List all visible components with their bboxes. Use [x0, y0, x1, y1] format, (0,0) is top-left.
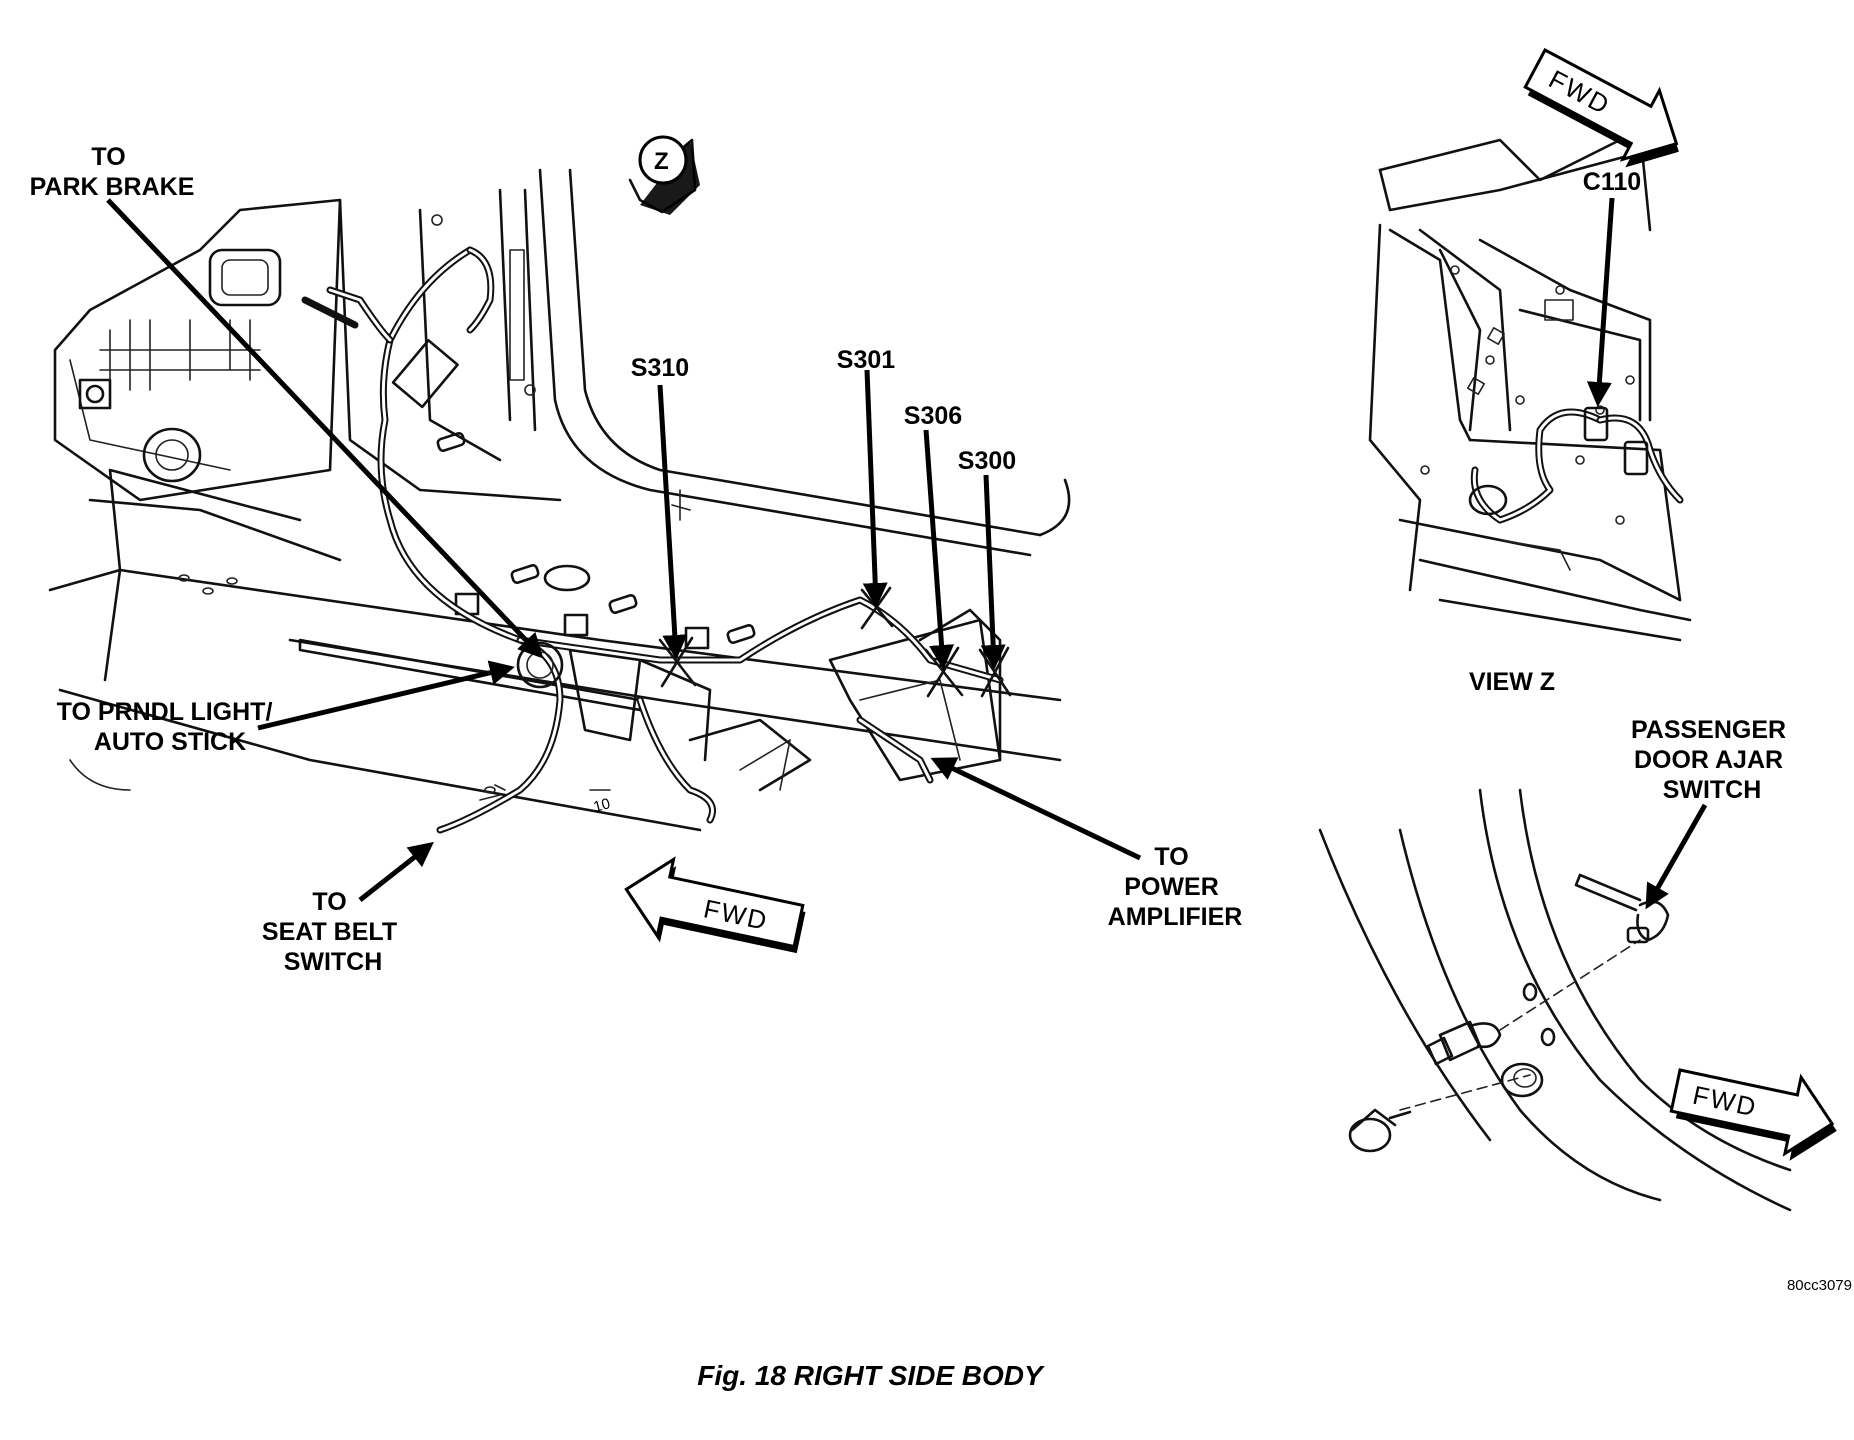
door-switch-inset	[1318, 788, 1792, 1212]
fwd-arrow-door: FWD	[1669, 1068, 1837, 1161]
main-body-view: 10	[48, 168, 1071, 834]
svg-text:10: 10	[592, 795, 613, 816]
label-s310: S310	[631, 354, 689, 382]
wire-harness	[301, 246, 1004, 834]
studs	[178, 432, 756, 650]
leader-lines	[106, 197, 1708, 910]
label-park-brake: TO PARK BRAKE	[30, 143, 195, 201]
label-power-amp: TO POWER AMPLIFIER	[1108, 843, 1243, 931]
fwd-arrow-main: FWD	[624, 856, 806, 954]
figure-caption: Fig. 18 RIGHT SIDE BODY	[697, 1360, 1045, 1391]
label-door-ajar: PASSENGER DOOR AJAR SWITCH	[1631, 716, 1793, 804]
label-c110: C110	[1583, 168, 1641, 196]
label-seat-belt: TO SEAT BELT SWITCH	[262, 888, 404, 976]
view-z-letter: Z	[654, 148, 669, 175]
label-view-z: VIEW Z	[1469, 668, 1555, 696]
label-prndl: TO PRNDL LIGHT/ AUTO STICK	[57, 698, 280, 756]
splice-marks	[658, 586, 1012, 698]
callout-labels: TO PARK BRAKE TO PRNDL LIGHT/ AUTO STICK…	[30, 143, 1793, 976]
reference-code: 80cc3079	[1787, 1277, 1852, 1294]
fwd-arrow-view-z: FWD	[1523, 47, 1679, 168]
view-z-inset	[1368, 128, 1692, 642]
label-s300: S300	[958, 447, 1016, 475]
label-s301: S301	[837, 346, 895, 374]
view-z-marker: Z	[628, 135, 700, 215]
label-s306: S306	[904, 402, 962, 430]
